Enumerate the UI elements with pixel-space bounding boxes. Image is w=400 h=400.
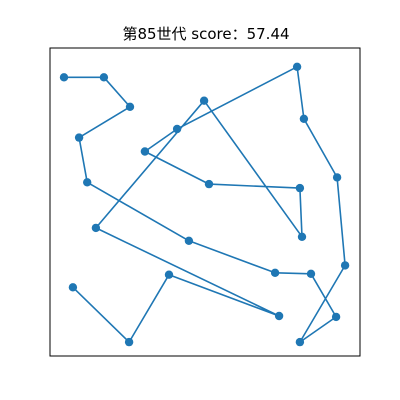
route-point <box>292 62 302 71</box>
route-point <box>199 96 209 105</box>
chart-title: 第85世代 score：57.44 <box>122 25 289 43</box>
route-point <box>295 337 305 347</box>
route-point <box>331 312 341 322</box>
route-point <box>140 147 150 156</box>
route-point <box>74 133 84 142</box>
route-point <box>125 102 135 112</box>
route-point <box>340 261 350 270</box>
route-point <box>124 337 134 347</box>
route-point <box>299 114 309 124</box>
route-point <box>68 283 78 292</box>
route-point <box>306 269 316 278</box>
route-point <box>295 183 305 193</box>
route-point <box>99 73 109 82</box>
route-point <box>91 223 101 233</box>
route-point <box>274 311 284 321</box>
route-point <box>59 73 69 82</box>
route-point <box>184 236 194 245</box>
route-point <box>270 268 280 277</box>
route-point <box>83 178 92 187</box>
route-point <box>297 232 307 241</box>
route-point <box>172 124 182 134</box>
plot-layer <box>59 62 350 347</box>
route-point <box>332 173 342 182</box>
route-point <box>204 179 214 189</box>
route-point <box>164 270 174 279</box>
